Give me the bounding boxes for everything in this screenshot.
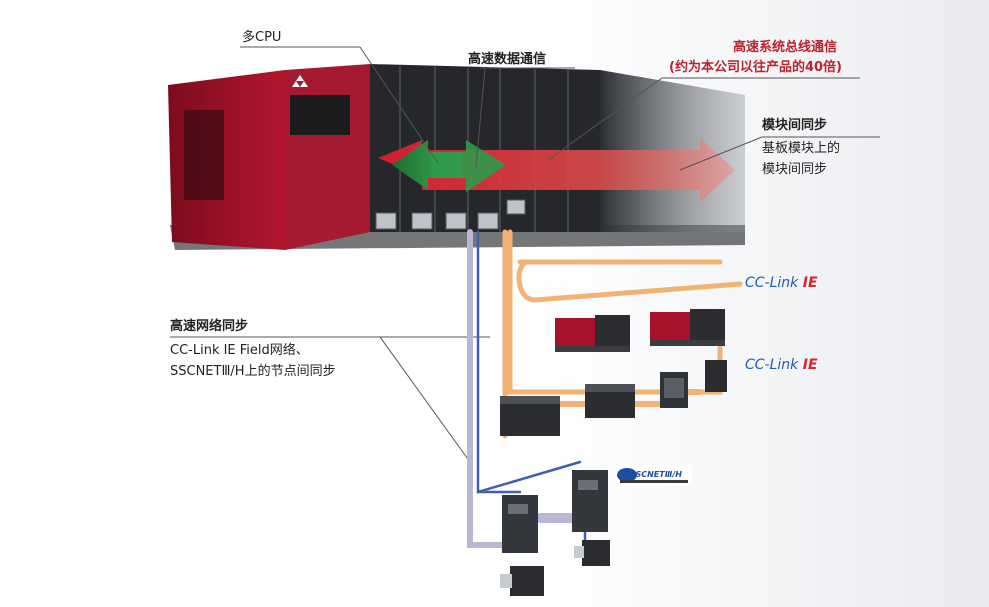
remote-device-4 [705, 360, 727, 392]
cclink-ie-logo-1: CC-Link IE [745, 275, 818, 291]
module-sync-line2: 模块间同步 [762, 162, 828, 177]
cclink-ie-logo-2: CC-Link IE [745, 357, 818, 373]
cclink-ie-nodes [500, 309, 727, 436]
sscnet-logo: SSCNETⅢ/H [616, 465, 692, 485]
ethernet-port-icon [375, 212, 397, 230]
module-sync-line1: 基板模块上的 [762, 141, 841, 156]
sscnet-nodes [500, 470, 610, 596]
ethernet-port-icon [506, 199, 526, 215]
cclink-ie-logo-2-suffix: IE [802, 357, 818, 373]
module-sync-title: 模块间同步 [762, 118, 828, 133]
callout-lines [170, 46, 880, 463]
servo-amplifier-2 [572, 470, 608, 532]
cclink-ie-logo-1-suffix: IE [802, 275, 818, 291]
data-communication-arrows [392, 140, 506, 192]
ethernet-port-icon [477, 212, 499, 230]
ethernet-port-icon [411, 212, 433, 230]
cclink-ie-logo-2-text: CC-Link [745, 357, 799, 373]
remote-io-2 [585, 384, 635, 418]
servo-motor-2 [574, 540, 610, 566]
network-sync-line1: CC-Link IE Field网络、 [170, 343, 309, 358]
hmi-panel [660, 372, 688, 408]
remote-io-1 [500, 396, 560, 436]
remote-plc-2 [650, 309, 725, 346]
servo-amplifier-1 [502, 495, 538, 553]
cclink-ie-logo-1-text: CC-Link [745, 275, 799, 291]
sscnet-logo-text: SSCNETⅢ/H [630, 470, 682, 479]
high-speed-data-label: 高速数据通信 [468, 52, 547, 67]
ethernet-port-icon [445, 212, 467, 230]
remote-plc-1 [555, 315, 630, 352]
network-sync-title: 高速网络同步 [170, 319, 249, 334]
bus-communication-subtitle: (约为本公司以往产品的40倍) [669, 60, 842, 75]
mitsubishi-logo-icon [292, 75, 308, 87]
cpu-module-red [285, 64, 370, 250]
bus-communication-title: 高速系统总线通信 [733, 40, 838, 55]
network-sync-line2: SSCNETⅢ/H上的节点间同步 [170, 364, 336, 379]
multi-cpu-label: 多CPU [242, 30, 282, 45]
servo-motor-1 [500, 566, 544, 596]
